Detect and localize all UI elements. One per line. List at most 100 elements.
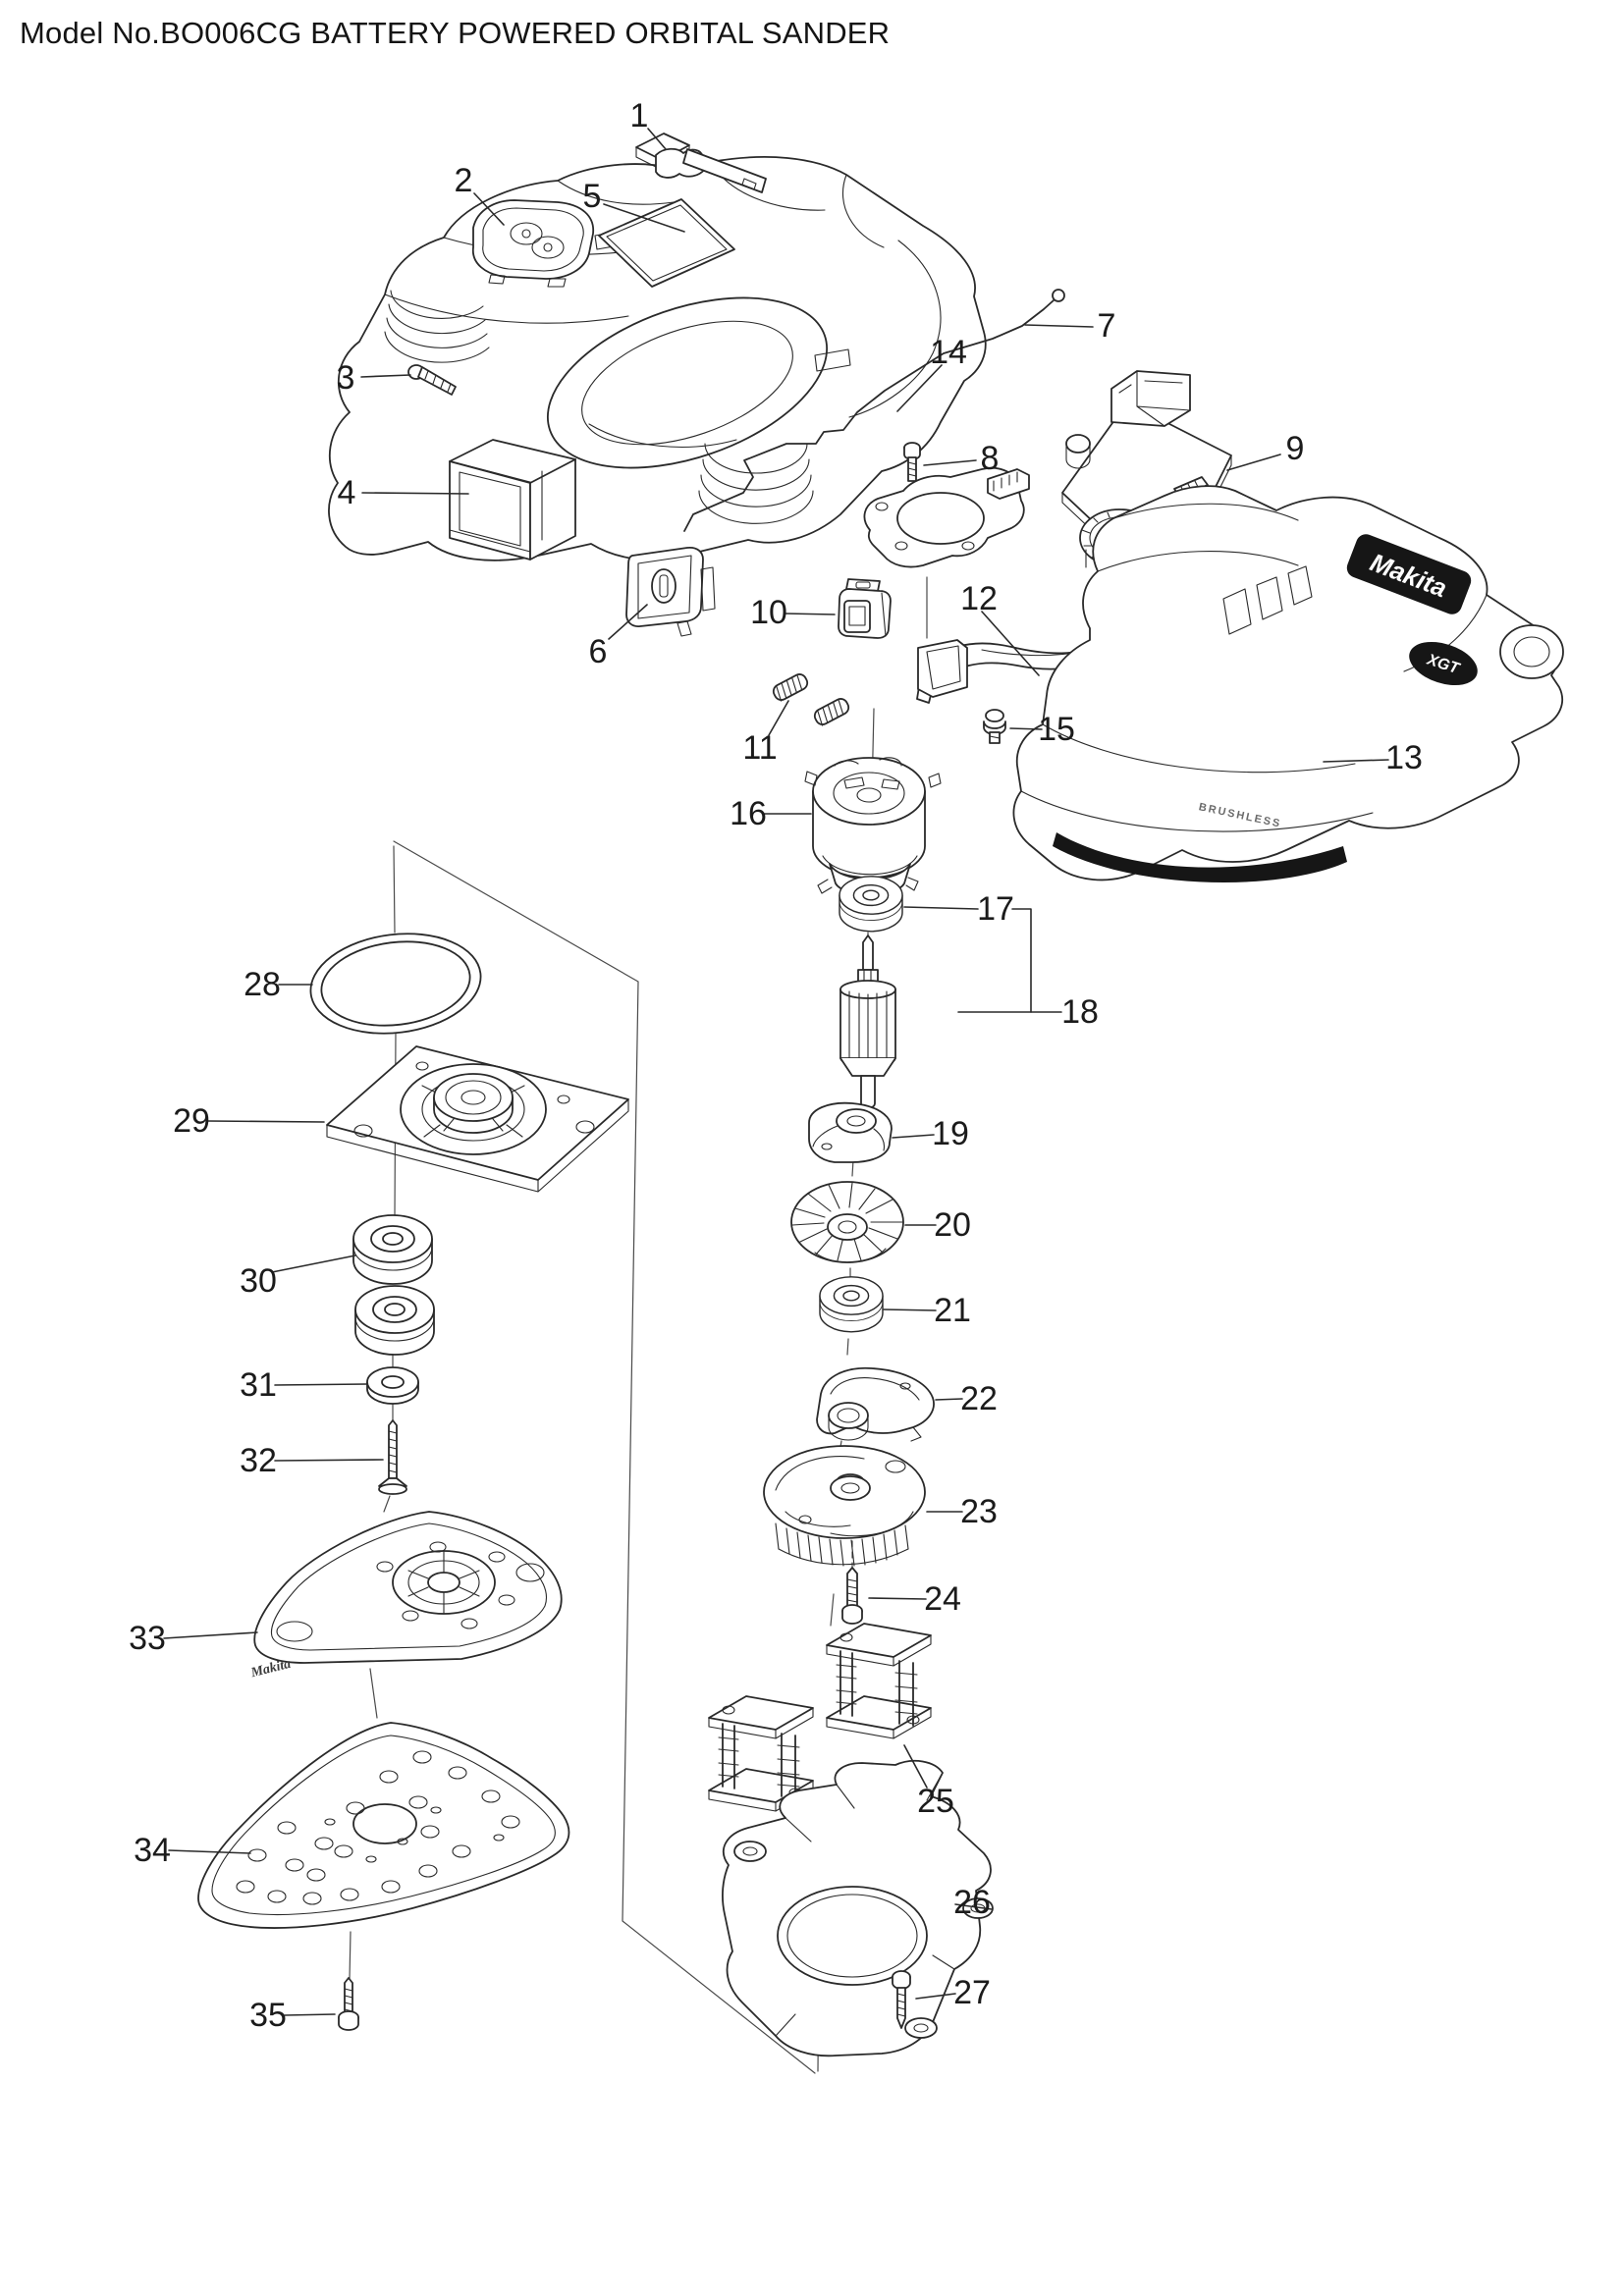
part-16-motor-drawing <box>804 757 942 896</box>
leader-line-31 <box>274 1383 368 1386</box>
part-12-duct-drawing <box>916 633 1110 704</box>
part-24-screw-drawing <box>841 1567 863 1625</box>
part-31-washer-drawing <box>366 1366 419 1405</box>
part-6-switch-drawing <box>625 547 716 637</box>
callout-2: 2 <box>455 162 473 199</box>
leader-line-24 <box>868 1597 927 1600</box>
callout-21: 21 <box>934 1292 971 1329</box>
callout-14: 14 <box>930 334 967 371</box>
leader-line-2 <box>473 192 505 226</box>
callout-9: 9 <box>1286 430 1305 467</box>
pad-makita-logo-text: Makita <box>248 1657 293 1682</box>
page-title: Model No.BO006CG BATTERY POWERED ORBITAL… <box>20 16 891 50</box>
leader-line-17 <box>903 906 979 910</box>
callout-15: 15 <box>1038 711 1075 748</box>
leader-line-15 <box>1009 727 1043 730</box>
callout-19: 19 <box>932 1115 969 1152</box>
leader-line-22 <box>935 1398 963 1401</box>
leader-line-21 <box>883 1308 937 1311</box>
callout-16: 16 <box>730 795 767 832</box>
part-33-pad-base-drawing: Makita <box>248 1511 563 1682</box>
part-20-fan-drawing <box>790 1181 904 1263</box>
leader-line-32 <box>274 1459 384 1462</box>
part-4-dust-spout-drawing <box>449 439 576 561</box>
leader-line-8 <box>923 459 977 466</box>
callout-32: 32 <box>240 1442 277 1479</box>
callout-4: 4 <box>338 474 356 511</box>
part-13-sander-drawing: Makita XGT BRUSHLESS <box>1012 485 1564 882</box>
callout-20: 20 <box>934 1206 971 1244</box>
callout-17: 17 <box>977 890 1014 928</box>
callout-18: 18 <box>1061 993 1099 1031</box>
callout-11: 11 <box>742 729 777 767</box>
callout-5: 5 <box>583 178 602 215</box>
leader-line-9 <box>1226 454 1281 471</box>
callout-6: 6 <box>589 633 608 670</box>
leader-line-5 <box>603 203 685 233</box>
callout-12: 12 <box>960 580 998 617</box>
leader-line-34 <box>168 1849 251 1854</box>
leader-line-26 <box>954 1903 993 1910</box>
part-5-sheet-drawing <box>598 198 735 288</box>
callout-28: 28 <box>244 966 281 1003</box>
part-22-retainer-drawing <box>816 1366 935 1442</box>
callout-31: 31 <box>240 1366 277 1404</box>
callout-33: 33 <box>129 1620 166 1657</box>
leader-line-4 <box>361 492 469 495</box>
leader-line-12 <box>981 611 1040 676</box>
callout-25: 25 <box>917 1783 954 1820</box>
leader-line-29 <box>207 1120 325 1123</box>
mounting-plate-drawing <box>863 466 1030 568</box>
leader-line-30 <box>271 1255 356 1273</box>
part-26-base-drawing <box>722 1759 994 2057</box>
callout-1: 1 <box>630 97 649 134</box>
part-30-bearings-drawing <box>352 1214 435 1356</box>
leader-line-27 <box>915 1993 956 2000</box>
part-32-screw-drawing <box>378 1419 407 1495</box>
callout-35: 35 <box>249 1997 287 2034</box>
part-8-screw-drawing <box>903 442 921 482</box>
callout-10: 10 <box>750 594 787 631</box>
part-17-bearing-drawing <box>839 876 903 933</box>
leader-line-7 <box>1024 324 1094 328</box>
leader-line-1 <box>647 128 667 150</box>
callout-22: 22 <box>960 1380 998 1417</box>
part-21-bearing-drawing <box>819 1276 884 1333</box>
callout-3: 3 <box>337 359 355 397</box>
callout-23: 23 <box>960 1493 998 1530</box>
part-18-armature-drawing <box>839 934 896 1109</box>
part-35-screw-drawing <box>338 1977 359 2031</box>
leader-line-13 <box>1323 759 1389 763</box>
leader-line-6 <box>608 604 648 640</box>
callout-29: 29 <box>173 1102 210 1140</box>
leader-line-3 <box>360 374 411 378</box>
part-10-switch-knob-drawing <box>838 578 892 639</box>
callout-34: 34 <box>134 1832 171 1869</box>
callout-24: 24 <box>924 1580 961 1618</box>
part-3-screw-drawing <box>407 364 457 396</box>
leader-line-17 <box>1011 908 1032 1013</box>
part-28-o-ring-drawing <box>309 933 482 1035</box>
leader-line-19 <box>892 1134 935 1139</box>
part-7-wire-drawing <box>683 289 1065 532</box>
part-19-counterweight-drawing <box>808 1101 893 1163</box>
leader-line-11 <box>768 700 789 736</box>
callout-27: 27 <box>953 1974 991 2011</box>
leader-line-33 <box>163 1631 258 1639</box>
callout-8: 8 <box>981 440 1000 477</box>
leader-line-35 <box>284 2013 336 2016</box>
leader-line-25 <box>903 1744 928 1789</box>
part-27-screw-drawing <box>892 1970 911 2029</box>
part-23-fan-plate-drawing <box>763 1445 926 1567</box>
part-34-punched-pad-drawing <box>197 1722 570 1929</box>
part-29-bearing-box-drawing <box>326 1045 629 1193</box>
part-15-screw-drawing <box>983 709 1006 744</box>
leader-line-14 <box>896 364 943 412</box>
part-11-springs-drawing <box>772 673 850 726</box>
callout-26: 26 <box>953 1884 991 1921</box>
callout-13: 13 <box>1385 739 1423 776</box>
callout-30: 30 <box>240 1262 277 1300</box>
